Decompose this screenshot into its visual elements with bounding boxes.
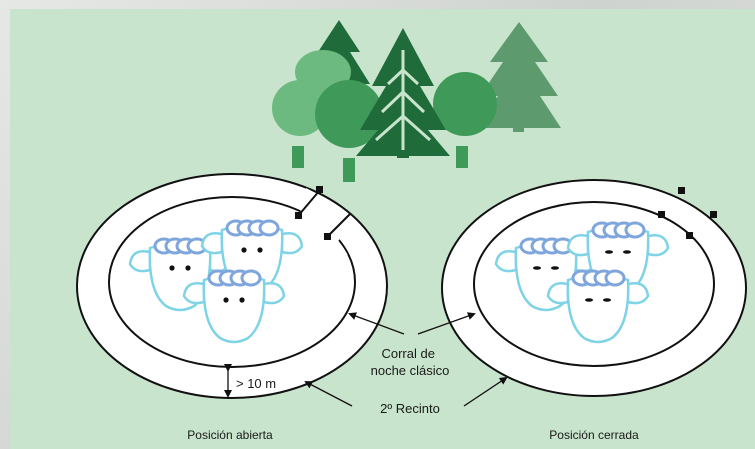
caption-closed-position: Posición cerrada xyxy=(549,428,639,442)
gate-post xyxy=(324,233,331,240)
callout-arrows xyxy=(304,312,508,407)
forest-illustration xyxy=(272,20,561,182)
gate-post xyxy=(710,211,717,218)
arrow-inner-pen-left xyxy=(348,312,405,335)
arrow-outer-pen-right xyxy=(463,376,508,407)
gate-post xyxy=(658,211,665,218)
gate-leaf-inner xyxy=(327,213,351,237)
fir-tree-pale xyxy=(477,22,561,132)
trunk-right xyxy=(456,146,468,168)
fir-tree-dark-center xyxy=(356,28,450,158)
enclosure-open xyxy=(76,173,388,399)
caption-open-position: Posición abierta xyxy=(187,428,273,442)
label-inner-pen: Corral de noche clásico xyxy=(371,346,450,378)
gate-post xyxy=(678,187,685,194)
trunk-left xyxy=(292,146,304,168)
gate-opening xyxy=(300,188,352,244)
gate-post xyxy=(686,232,693,239)
gate-post xyxy=(295,212,302,219)
round-tree-mid xyxy=(315,80,383,148)
round-tree-left xyxy=(272,80,328,136)
round-tree-right xyxy=(433,72,497,136)
arrow-outer-pen-left xyxy=(304,381,353,407)
gate-leaf-outer xyxy=(297,189,321,217)
label-outer-pen: 2º Recinto xyxy=(380,401,440,416)
enclosure-closed xyxy=(441,179,747,397)
trunk-mid xyxy=(343,158,355,182)
label-distance: > 10 m xyxy=(236,376,276,391)
gate-post xyxy=(316,186,323,193)
arrow-inner-pen-right xyxy=(417,312,476,335)
